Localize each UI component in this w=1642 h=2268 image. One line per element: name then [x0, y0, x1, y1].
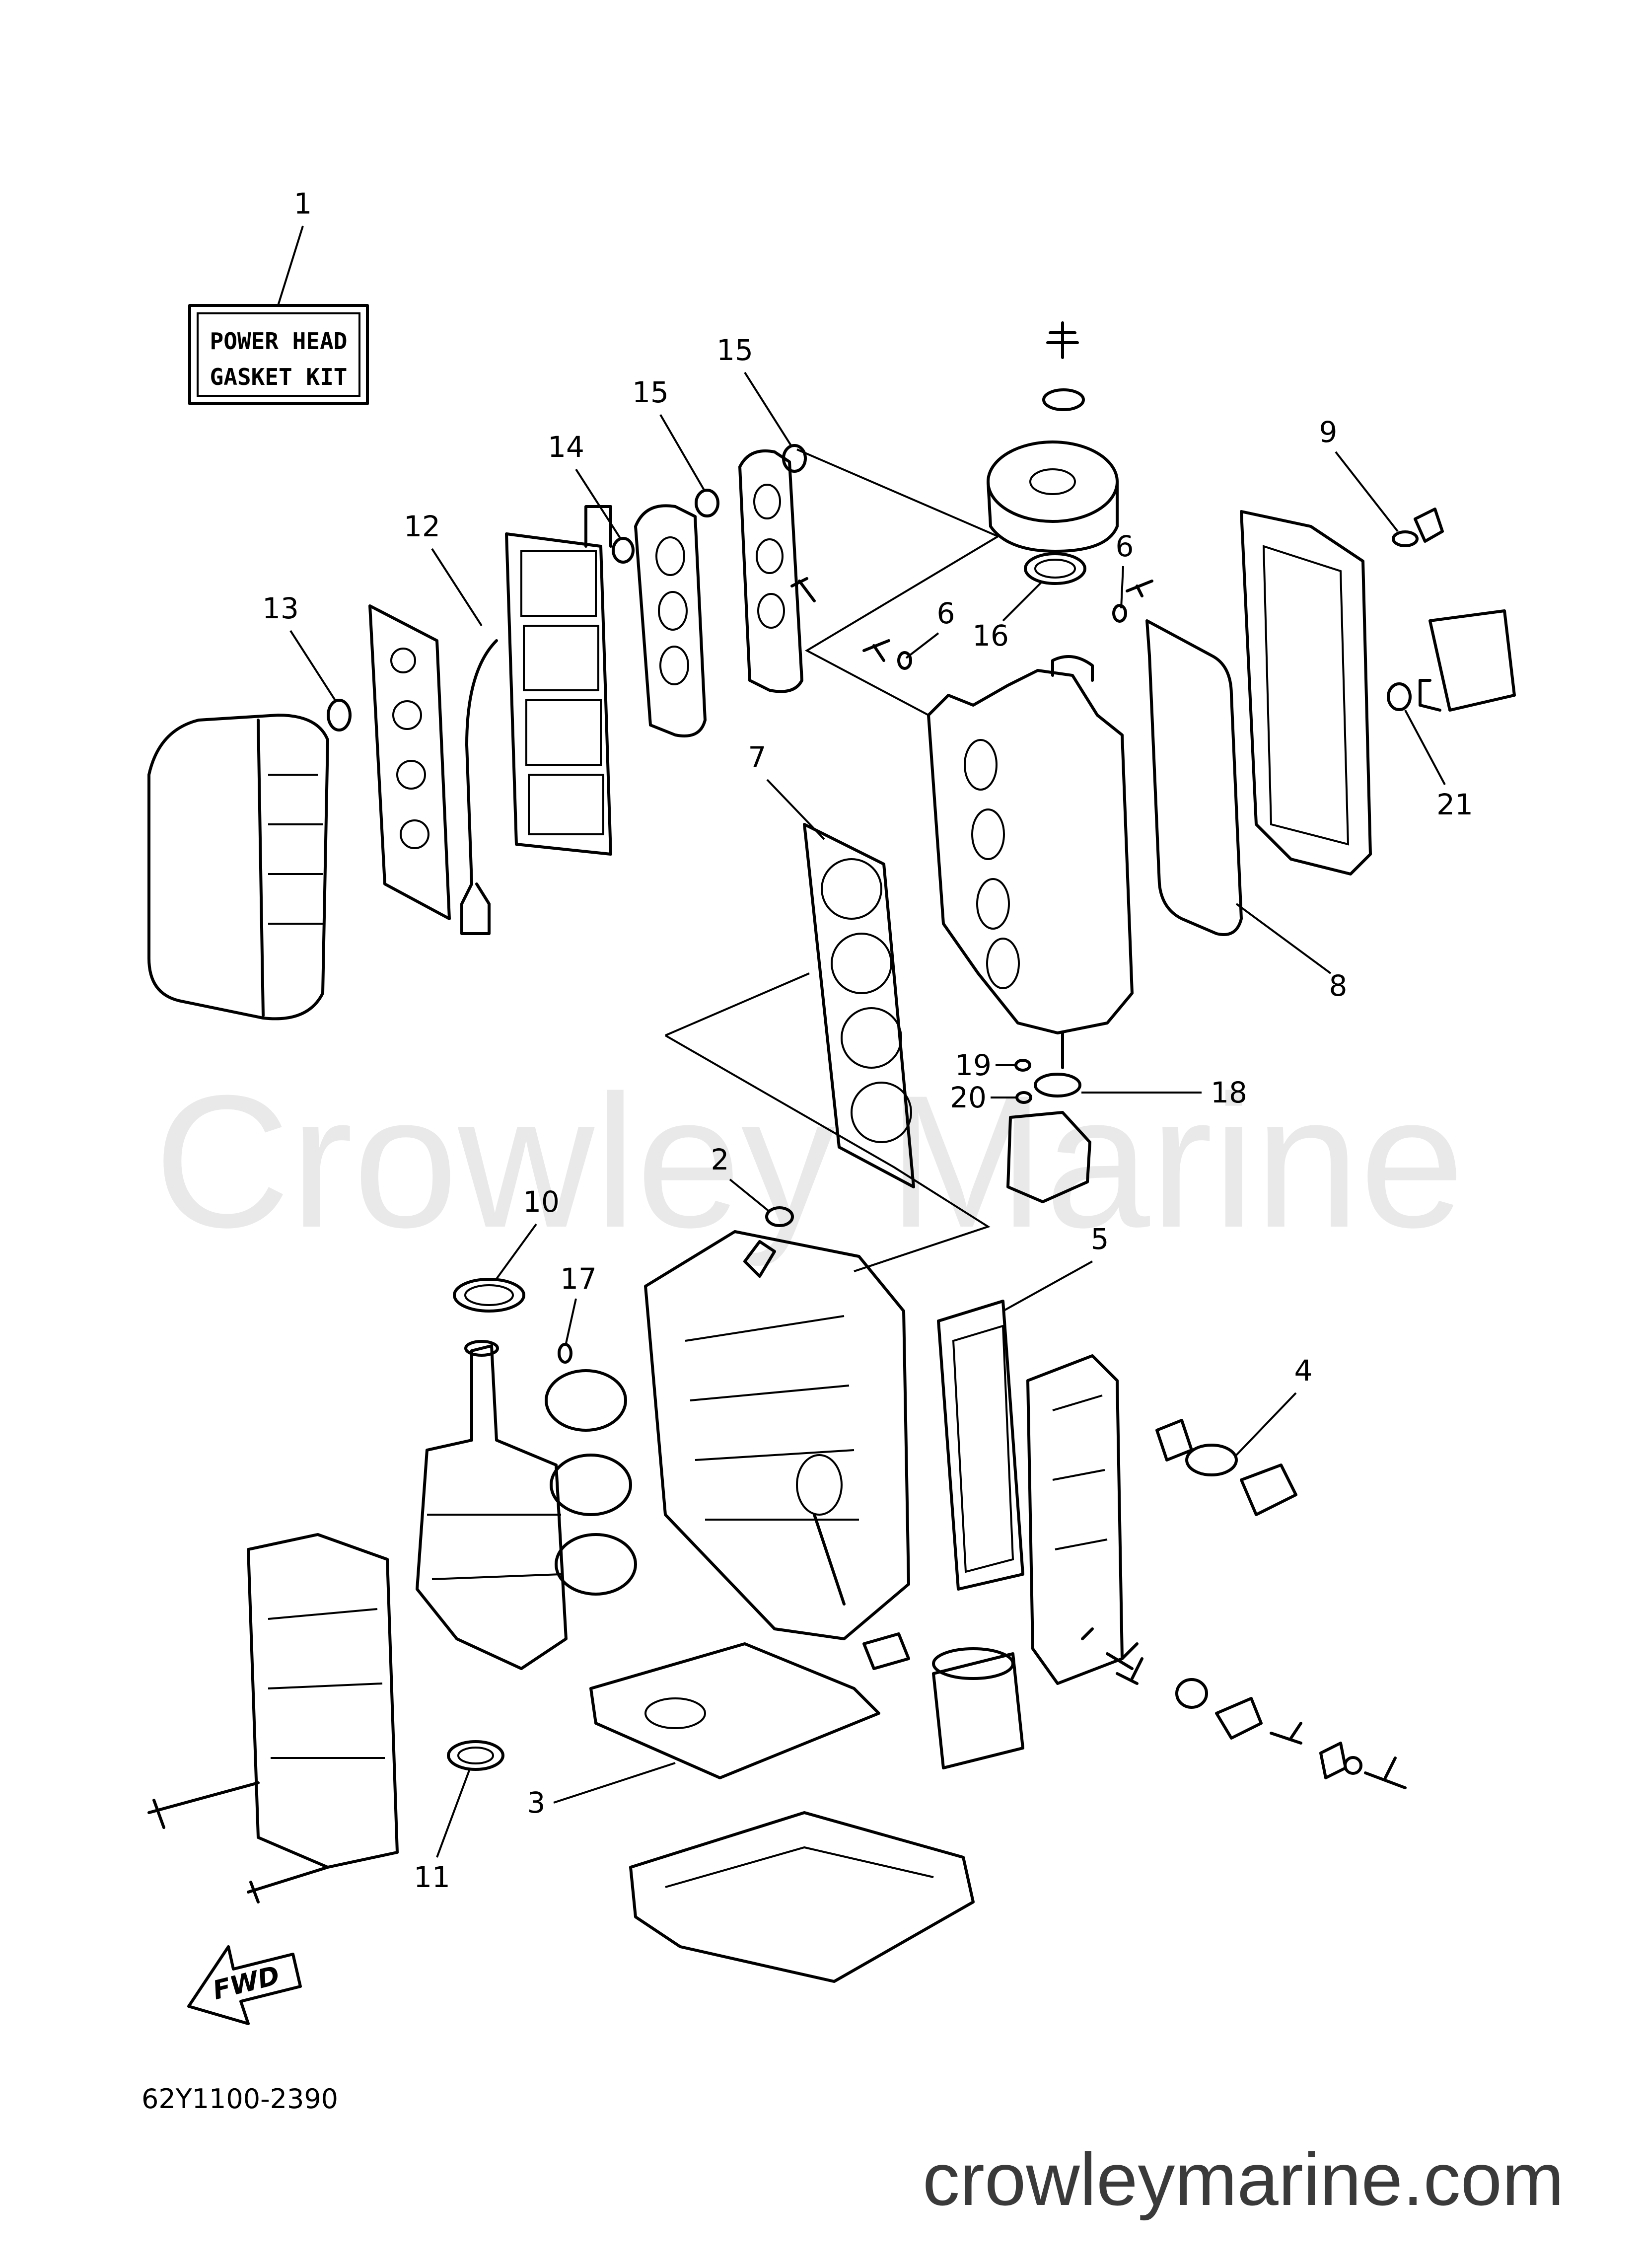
callout-14: 14 — [548, 430, 584, 464]
assembly-leader-top — [796, 448, 1000, 716]
callout-9: 9 — [1319, 415, 1338, 449]
callout-21: 21 — [1436, 788, 1473, 821]
pistons — [545, 1369, 637, 1596]
intake-manifold-2 — [738, 449, 803, 693]
block-plug — [743, 1240, 776, 1278]
intake-silencer — [147, 714, 329, 1021]
cover-screw — [1116, 1657, 1143, 1685]
exhaust-cover-gasket — [937, 1300, 1024, 1591]
callout-4: 4 — [1294, 1354, 1313, 1388]
switch-bracket — [1319, 1742, 1347, 1779]
callout-15-left: 15 — [632, 375, 669, 409]
callout-12: 12 — [404, 510, 440, 543]
assembly-leader-mid — [665, 972, 991, 1272]
callout-6-left: 6 — [937, 596, 955, 630]
site-url: crowleymarine.com — [923, 2137, 1564, 2221]
crankcase-bolt-2 — [247, 1866, 329, 1903]
anode-parts — [1155, 1419, 1297, 1516]
kit-label-line2: GASKET KIT — [210, 364, 348, 390]
pin-6-left — [897, 651, 912, 670]
callout-11: 11 — [414, 1860, 450, 1894]
pin-6-right — [1112, 604, 1127, 623]
drain-plug-9 — [1392, 508, 1444, 547]
callout-6-right: 6 — [1116, 529, 1134, 563]
callout-8: 8 — [1329, 969, 1348, 1003]
intake-gasket-plate — [368, 604, 451, 920]
cylinder-head-cover — [1240, 510, 1372, 876]
callout-19: 19 — [955, 1048, 992, 1082]
crank-oil-seal — [1024, 552, 1086, 585]
callout-17: 17 — [560, 1262, 597, 1296]
carb-o-ring — [612, 537, 635, 564]
callout-5: 5 — [1091, 1222, 1109, 1256]
lower-crank-seal — [447, 1740, 504, 1771]
cover-bolt — [1106, 1642, 1139, 1670]
crankshaft — [416, 1340, 568, 1670]
manifold-o-ring-2 — [782, 444, 807, 473]
gasket-kit-label: POWER HEAD GASKET KIT — [188, 304, 369, 405]
callout-7: 7 — [748, 740, 767, 774]
cylinder-block — [644, 1230, 910, 1640]
callout-3: 3 — [527, 1786, 546, 1820]
callout-13: 13 — [262, 591, 299, 625]
crankcase-gasket — [589, 1642, 880, 1779]
bolt-6-left — [862, 639, 890, 662]
callouts: 1 2 3 4 5 6 6 7 8 9 10 11 12 13 14 15 15 — [262, 187, 1473, 1894]
crankcase-bolt-1 — [147, 1781, 260, 1829]
callout-15-right: 15 — [716, 333, 753, 367]
oil-pan — [629, 1811, 975, 1983]
block-washer-2 — [765, 1206, 794, 1227]
forward-arrow-icon: FWD — [187, 1945, 302, 2025]
callout-20: 20 — [950, 1081, 987, 1114]
filter-spring — [862, 1632, 910, 1670]
cover-washer — [1081, 1627, 1094, 1640]
manifold-bolt — [790, 577, 816, 602]
oil-filter — [932, 1647, 1024, 1769]
cover-bolt-2 — [1270, 1722, 1302, 1745]
intake-o-ring — [327, 699, 352, 732]
cover-grommet — [1175, 1678, 1208, 1709]
kit-label-line1: POWER HEAD — [210, 328, 348, 355]
exhaust-cover — [1026, 1354, 1124, 1685]
diagram-code: 62Y1100-2390 — [142, 2083, 338, 2115]
carburetor-assembly — [460, 505, 612, 935]
crankcase — [247, 1533, 399, 1869]
flywheel-pulley — [987, 321, 1119, 553]
watermark-text: Crowley Marine — [154, 1056, 1465, 1268]
cylinder-head — [927, 655, 1134, 1069]
cylinder-head-gasket — [803, 823, 915, 1188]
head-cover-gasket — [1145, 619, 1243, 936]
intake-manifold-1 — [634, 504, 707, 737]
bolt-6-right — [1126, 580, 1153, 597]
callout-10: 10 — [523, 1185, 560, 1219]
upper-crank-seal — [453, 1278, 525, 1313]
thermo-switch — [1215, 1697, 1263, 1740]
callout-16: 16 — [972, 619, 1009, 653]
thermostat-o-ring — [1387, 682, 1412, 711]
callout-18: 18 — [1211, 1076, 1247, 1109]
manifold-o-ring-1 — [695, 489, 719, 517]
cover-bolt-3 — [1364, 1756, 1407, 1789]
dowel-pin-17 — [558, 1343, 572, 1364]
callout-1: 1 — [294, 187, 312, 220]
washer — [1344, 1756, 1362, 1775]
thermostat-cover — [1419, 609, 1516, 712]
callout-2: 2 — [711, 1143, 729, 1176]
